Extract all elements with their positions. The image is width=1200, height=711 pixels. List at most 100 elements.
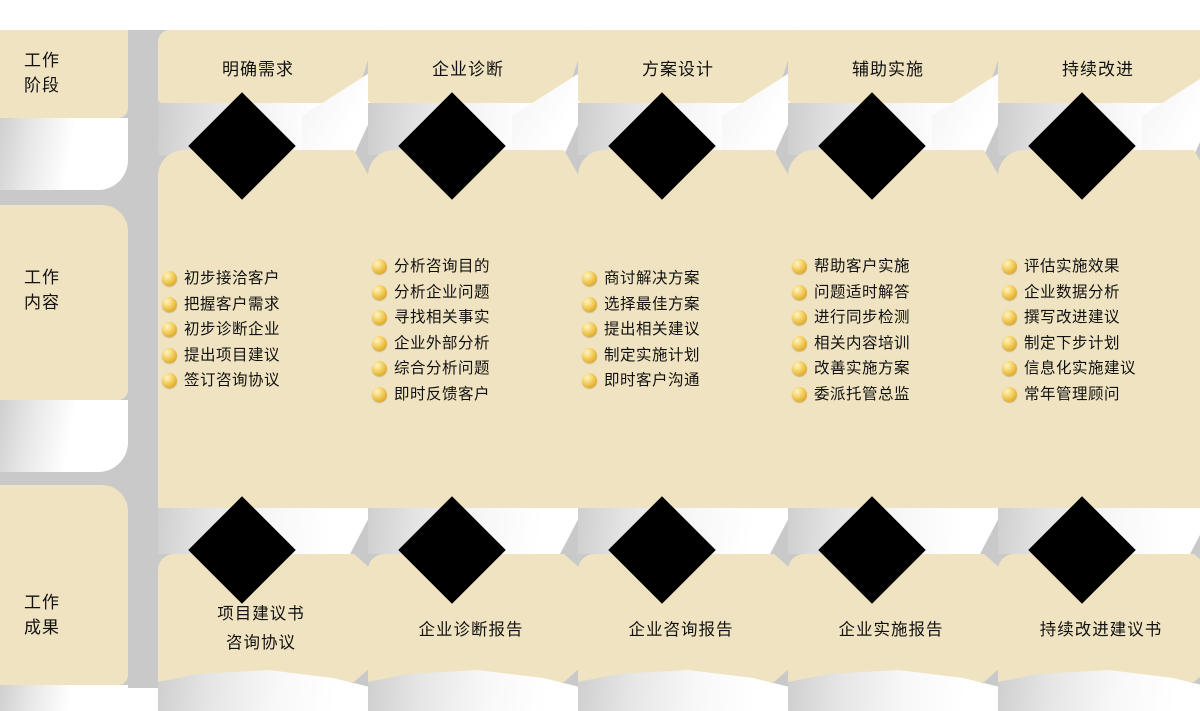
gold-sphere-bullet-icon bbox=[792, 361, 807, 377]
gold-sphere-bullet-icon bbox=[582, 271, 597, 287]
gold-sphere-bullet-icon bbox=[792, 335, 807, 351]
list-item[interactable]: 制定实施计划 bbox=[582, 343, 790, 369]
list-item[interactable]: 综合分析问题 bbox=[372, 356, 580, 382]
stage-label-1: 明确需求 bbox=[222, 60, 294, 79]
list-item-label: 即时反馈客户 bbox=[394, 385, 491, 403]
list-item-label: 即时客户沟通 bbox=[604, 372, 701, 389]
list-item-label: 改善实施方案 bbox=[814, 360, 911, 377]
gold-sphere-bullet-icon bbox=[1002, 335, 1017, 351]
gold-sphere-bullet-icon bbox=[1002, 386, 1017, 402]
gold-sphere-bullet-icon bbox=[162, 322, 177, 338]
content-card-1[interactable] bbox=[158, 150, 354, 510]
list-item-label: 问题适时解答 bbox=[814, 283, 911, 301]
list-item[interactable]: 选择最佳方案 bbox=[582, 292, 790, 318]
list-item-label: 选择最佳方案 bbox=[604, 295, 701, 313]
list-item[interactable]: 签订咨询协议 bbox=[162, 368, 370, 394]
list-item[interactable]: 寻找相关事实 bbox=[372, 305, 580, 331]
list-item[interactable]: 初步接洽客户 bbox=[162, 266, 370, 292]
list-item-label: 企业数据分析 bbox=[1024, 283, 1121, 301]
content-list-1: 初步接洽客户把握客户需求初步诊断企业提出项目建议签订咨询协议 bbox=[162, 266, 370, 394]
gold-sphere-bullet-icon bbox=[792, 259, 807, 275]
list-item-label: 把握客户需求 bbox=[184, 295, 281, 313]
list-item-label: 制定下步计划 bbox=[1024, 334, 1121, 352]
list-item-label: 制定实施计划 bbox=[604, 346, 701, 364]
content-card-notch bbox=[354, 150, 370, 510]
list-item[interactable]: 提出项目建议 bbox=[162, 343, 370, 369]
gold-sphere-bullet-icon bbox=[582, 373, 597, 389]
list-item[interactable]: 即时反馈客户 bbox=[372, 382, 580, 408]
stage-label-5: 持续改进 bbox=[1062, 60, 1134, 79]
list-item-label: 提出项目建议 bbox=[184, 346, 281, 364]
stage-card-1[interactable] bbox=[158, 30, 354, 103]
list-item[interactable]: 问题适时解答 bbox=[792, 280, 1000, 306]
content-card-2[interactable] bbox=[368, 150, 564, 510]
list-item[interactable]: 信息化实施建议 bbox=[1002, 356, 1200, 382]
process-column-5[interactable]: 持续改进评估实施效果企业数据分析撰写改进建议制定下步计划信息化实施建议常年管理顾… bbox=[992, 30, 1200, 711]
list-item[interactable]: 常年管理顾问 bbox=[1002, 382, 1200, 408]
content-list-3: 商讨解决方案选择最佳方案提出相关建议制定实施计划即时客户沟通 bbox=[582, 266, 790, 394]
content-card-5[interactable] bbox=[998, 150, 1194, 510]
stage-label-4: 辅助实施 bbox=[852, 60, 924, 79]
list-item[interactable]: 制定下步计划 bbox=[1002, 331, 1200, 357]
result-card-notch bbox=[984, 554, 1002, 682]
process-column-2[interactable]: 企业诊断分析咨询目的分析企业问题寻找相关事实企业外部分析综合分析问题即时反馈客户… bbox=[362, 30, 598, 711]
list-item[interactable]: 把握客户需求 bbox=[162, 292, 370, 318]
list-item[interactable]: 企业外部分析 bbox=[372, 331, 580, 357]
gold-sphere-bullet-icon bbox=[162, 347, 177, 363]
content-card-4[interactable] bbox=[788, 150, 984, 510]
result-card-notch bbox=[564, 554, 582, 682]
list-item[interactable]: 商讨解决方案 bbox=[582, 266, 790, 292]
list-item[interactable]: 改善实施方案 bbox=[792, 356, 1000, 382]
list-item[interactable]: 撰写改进建议 bbox=[1002, 305, 1200, 331]
list-item[interactable]: 帮助客户实施 bbox=[792, 254, 1000, 280]
list-item[interactable]: 初步诊断企业 bbox=[162, 317, 370, 343]
list-item-label: 委派托管总监 bbox=[814, 385, 911, 403]
result-card-notch bbox=[774, 554, 792, 682]
list-item[interactable]: 委派托管总监 bbox=[792, 382, 1000, 408]
gold-sphere-bullet-icon bbox=[372, 361, 387, 377]
list-item[interactable]: 即时客户沟通 bbox=[582, 368, 790, 394]
stage-card-3[interactable] bbox=[578, 30, 774, 103]
row-divider-fade-1 bbox=[0, 118, 128, 190]
row-label-block-content bbox=[0, 205, 128, 400]
gold-sphere-bullet-icon bbox=[792, 386, 807, 402]
list-item-label: 初步诊断企业 bbox=[184, 321, 281, 338]
list-item[interactable]: 提出相关建议 bbox=[582, 317, 790, 343]
list-item[interactable]: 进行同步检测 bbox=[792, 305, 1000, 331]
list-item[interactable]: 相关内容培训 bbox=[792, 331, 1000, 357]
process-column-3[interactable]: 方案设计商讨解决方案选择最佳方案提出相关建议制定实施计划即时客户沟通企业咨询报告 bbox=[572, 30, 808, 711]
stage-card-notch bbox=[1194, 30, 1200, 103]
row-label-block-result bbox=[0, 485, 128, 685]
result-label-3: 企业咨询报告 bbox=[628, 621, 734, 639]
list-item[interactable]: 分析企业问题 bbox=[372, 280, 580, 306]
stage-card-5[interactable] bbox=[998, 30, 1194, 103]
row-label-block-stage bbox=[0, 30, 128, 118]
list-item[interactable]: 评估实施效果 bbox=[1002, 254, 1200, 280]
content-card-notch bbox=[1194, 150, 1200, 510]
gold-sphere-bullet-icon bbox=[372, 284, 387, 300]
list-item[interactable]: 分析咨询目的 bbox=[372, 254, 580, 280]
result-label-2: 企业诊断报告 bbox=[418, 621, 524, 639]
gold-sphere-bullet-icon bbox=[792, 284, 807, 300]
gold-sphere-bullet-icon bbox=[1002, 284, 1017, 300]
gold-sphere-bullet-icon bbox=[1002, 259, 1017, 275]
process-column-4[interactable]: 辅助实施帮助客户实施问题适时解答进行同步检测相关内容培训改善实施方案委派托管总监… bbox=[782, 30, 1018, 711]
content-list-4: 帮助客户实施问题适时解答进行同步检测相关内容培训改善实施方案委派托管总监 bbox=[792, 254, 1000, 407]
list-item-label: 分析企业问题 bbox=[394, 283, 491, 301]
result-card-notch bbox=[1194, 554, 1200, 682]
stage-label-2: 企业诊断 bbox=[432, 60, 504, 79]
stage-card-4[interactable] bbox=[788, 30, 984, 103]
result-card-notch bbox=[354, 554, 372, 682]
result-label-5: 持续改进建议书 bbox=[1039, 621, 1163, 639]
list-item-label: 综合分析问题 bbox=[394, 360, 491, 377]
gold-sphere-bullet-icon bbox=[582, 347, 597, 363]
process-column-1[interactable]: 明确需求初步接洽客户把握客户需求初步诊断企业提出项目建议签订咨询协议项目建议书 … bbox=[152, 30, 388, 711]
gold-sphere-bullet-icon bbox=[372, 310, 387, 326]
list-item[interactable]: 企业数据分析 bbox=[1002, 280, 1200, 306]
list-item-label: 初步接洽客户 bbox=[184, 270, 281, 287]
stage-card-2[interactable] bbox=[368, 30, 564, 103]
list-item-label: 撰写改进建议 bbox=[1024, 309, 1121, 326]
content-list-2: 分析咨询目的分析企业问题寻找相关事实企业外部分析综合分析问题即时反馈客户 bbox=[372, 254, 580, 407]
row-label-content: 工作 内容 bbox=[24, 268, 60, 312]
content-card-3[interactable] bbox=[578, 150, 774, 510]
